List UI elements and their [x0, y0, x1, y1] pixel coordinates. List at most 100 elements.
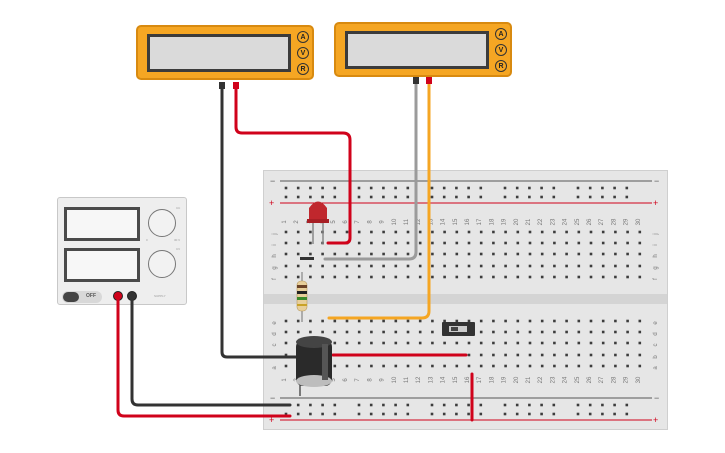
- multimeter-2-ohm-button[interactable]: R: [495, 60, 507, 72]
- terminal-hole[interactable]: [357, 330, 361, 334]
- terminal-hole[interactable]: [443, 275, 446, 279]
- rail-hole[interactable]: [382, 403, 385, 407]
- rail-hole[interactable]: [503, 186, 507, 190]
- terminal-hole[interactable]: [357, 341, 361, 345]
- terminal-hole[interactable]: [516, 252, 520, 256]
- terminal-hole[interactable]: [626, 319, 629, 323]
- terminal-hole[interactable]: [394, 230, 398, 234]
- rail-hole[interactable]: [321, 403, 324, 407]
- rail-hole[interactable]: [394, 403, 397, 407]
- rail-hole[interactable]: [528, 412, 531, 416]
- terminal-hole[interactable]: [638, 341, 642, 345]
- terminal-hole[interactable]: [638, 241, 642, 245]
- rail-hole[interactable]: [455, 195, 458, 199]
- terminal-hole[interactable]: [516, 319, 520, 323]
- terminal-hole[interactable]: [309, 330, 312, 334]
- terminal-hole[interactable]: [565, 341, 568, 345]
- terminal-hole[interactable]: [565, 241, 568, 245]
- terminal-hole[interactable]: [540, 264, 544, 268]
- terminal-hole[interactable]: [406, 252, 410, 256]
- terminal-hole[interactable]: [455, 264, 459, 268]
- meter1-v-socket[interactable]: [233, 82, 239, 89]
- terminal-hole[interactable]: [479, 241, 483, 245]
- rail-hole[interactable]: [369, 195, 373, 199]
- rail-hole[interactable]: [625, 186, 629, 190]
- terminal-hole[interactable]: [589, 241, 593, 245]
- terminal-hole[interactable]: [406, 264, 410, 268]
- terminal-hole[interactable]: [296, 241, 300, 245]
- rail-hole[interactable]: [309, 186, 312, 190]
- terminal-hole[interactable]: [431, 319, 434, 323]
- rail-hole[interactable]: [625, 195, 629, 199]
- rail-hole[interactable]: [455, 403, 458, 407]
- terminal-hole[interactable]: [626, 252, 629, 256]
- terminal-hole[interactable]: [553, 353, 556, 357]
- terminal-hole[interactable]: [370, 341, 373, 345]
- rail-hole[interactable]: [540, 195, 543, 199]
- terminal-hole[interactable]: [638, 230, 642, 234]
- rail-hole[interactable]: [382, 412, 385, 416]
- terminal-hole[interactable]: [589, 330, 593, 334]
- wire-gray-meter2[interactable]: [323, 78, 418, 261]
- terminal-hole[interactable]: [479, 319, 483, 323]
- terminal-hole[interactable]: [540, 341, 544, 345]
- terminal-hole[interactable]: [455, 341, 459, 345]
- terminal-hole[interactable]: [528, 264, 532, 268]
- terminal-hole[interactable]: [333, 252, 337, 256]
- terminal-hole[interactable]: [296, 319, 300, 323]
- terminal-hole[interactable]: [467, 319, 471, 323]
- terminal-hole[interactable]: [528, 230, 532, 234]
- rail-hole[interactable]: [406, 412, 410, 416]
- rail-hole[interactable]: [333, 412, 337, 416]
- terminal-hole[interactable]: [309, 275, 312, 279]
- terminal-hole[interactable]: [638, 330, 642, 334]
- rail-hole[interactable]: [625, 403, 629, 407]
- wire-red-meter1[interactable]: [234, 83, 352, 245]
- rail-hole[interactable]: [576, 412, 580, 416]
- terminal-hole[interactable]: [443, 364, 446, 368]
- terminal-hole[interactable]: [589, 353, 593, 357]
- multimeter-2[interactable]: A V R: [334, 22, 512, 77]
- terminal-hole[interactable]: [431, 364, 434, 368]
- rail-hole[interactable]: [321, 195, 324, 199]
- terminal-hole[interactable]: [601, 264, 605, 268]
- terminal-hole[interactable]: [528, 241, 532, 245]
- terminal-hole[interactable]: [284, 353, 288, 357]
- terminal-hole[interactable]: [309, 252, 312, 256]
- terminal-hole[interactable]: [479, 364, 483, 368]
- rail-hole[interactable]: [479, 195, 483, 199]
- terminal-hole[interactable]: [296, 252, 300, 256]
- terminal-hole[interactable]: [589, 364, 593, 368]
- led[interactable]: [307, 201, 329, 245]
- rail-hole[interactable]: [576, 403, 580, 407]
- rail-hole[interactable]: [455, 412, 458, 416]
- rail-hole[interactable]: [369, 186, 373, 190]
- terminal-hole[interactable]: [345, 330, 349, 334]
- rail-hole[interactable]: [601, 412, 604, 416]
- terminal-hole[interactable]: [614, 275, 617, 279]
- terminal-hole[interactable]: [504, 275, 507, 279]
- terminal-hole[interactable]: [443, 241, 446, 245]
- terminal-hole[interactable]: [467, 341, 471, 345]
- terminal-hole[interactable]: [443, 230, 446, 234]
- terminal-hole[interactable]: [431, 241, 434, 245]
- terminal-hole[interactable]: [370, 241, 373, 245]
- terminal-hole[interactable]: [284, 319, 288, 323]
- terminal-hole[interactable]: [370, 330, 373, 334]
- terminal-hole[interactable]: [455, 319, 459, 323]
- rail-hole[interactable]: [430, 403, 434, 407]
- terminal-hole[interactable]: [504, 353, 507, 357]
- terminal-hole[interactable]: [516, 364, 520, 368]
- rail-hole[interactable]: [394, 186, 397, 190]
- terminal-hole[interactable]: [443, 319, 446, 323]
- rail-hole[interactable]: [309, 403, 312, 407]
- terminal-hole[interactable]: [540, 230, 544, 234]
- terminal-hole[interactable]: [394, 341, 398, 345]
- terminal-hole[interactable]: [406, 330, 410, 334]
- terminal-hole[interactable]: [504, 319, 507, 323]
- terminal-hole[interactable]: [345, 230, 349, 234]
- terminal-hole[interactable]: [540, 275, 544, 279]
- terminal-hole[interactable]: [565, 264, 568, 268]
- terminal-hole[interactable]: [382, 341, 385, 345]
- terminal-hole[interactable]: [528, 341, 532, 345]
